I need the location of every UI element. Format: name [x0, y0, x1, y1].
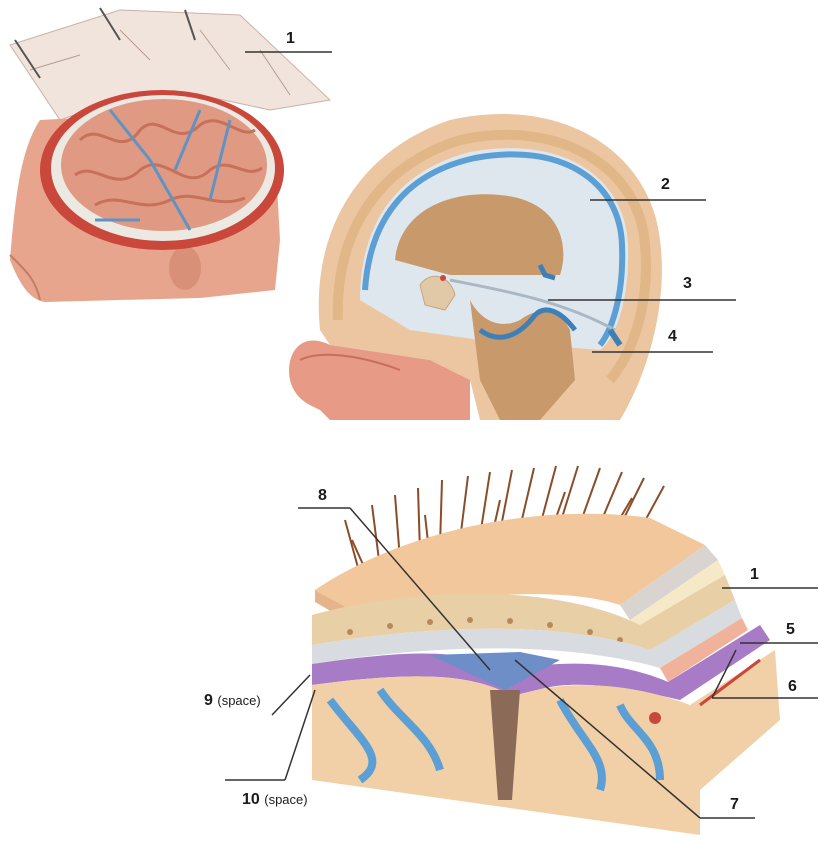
label-1-top: 1	[286, 30, 295, 48]
label-3: 3	[683, 275, 692, 293]
label-9-note: (space)	[217, 693, 260, 708]
label-4: 4	[668, 328, 677, 346]
label-10-note: (space)	[264, 792, 307, 807]
label-10: 10 (space)	[242, 791, 308, 809]
label-8: 8	[318, 487, 327, 505]
label-5: 5	[786, 621, 795, 639]
label-1-bottom: 1	[750, 566, 759, 584]
label-9: 9 (space)	[204, 692, 261, 710]
meninges-layers-block	[312, 466, 780, 835]
label-6: 6	[788, 678, 797, 696]
sagittal-head-section	[289, 114, 662, 420]
label-7: 7	[730, 796, 739, 814]
label-2: 2	[661, 176, 670, 194]
